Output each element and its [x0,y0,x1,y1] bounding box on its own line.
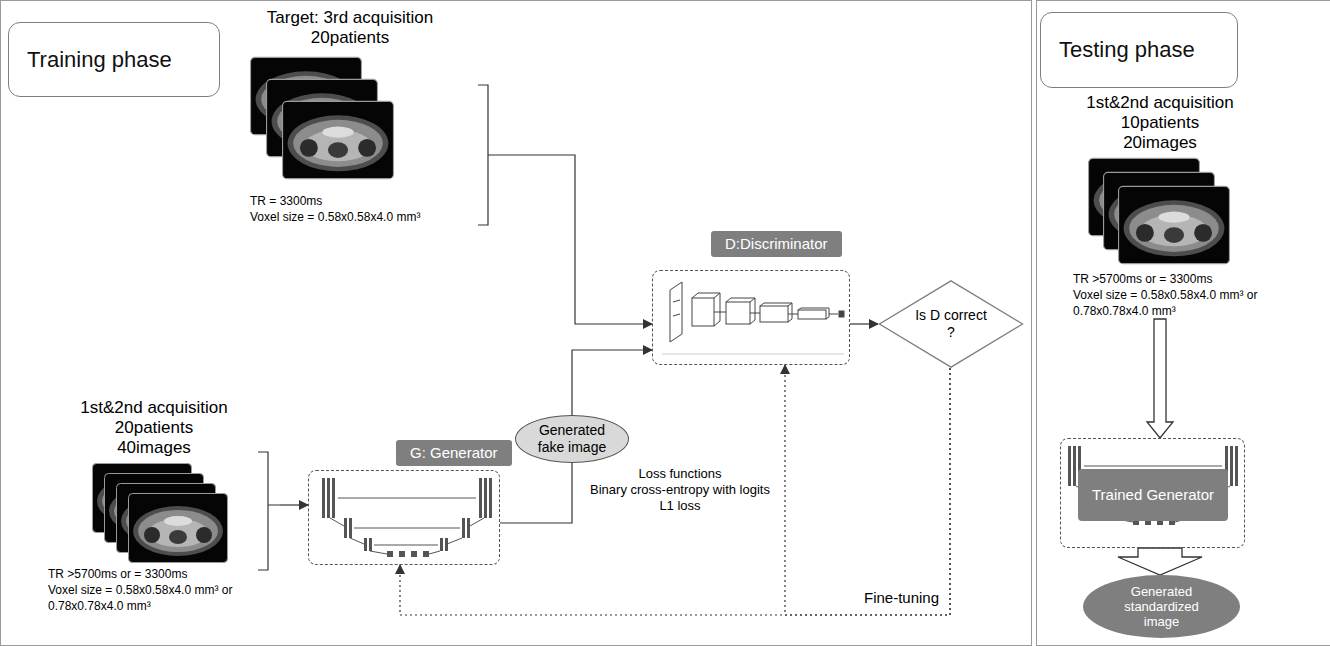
connector [280,504,308,505]
acquisition-parameter: Voxel size = 0.58x0.58x4.0 mm³ or 0.78x0… [1068,287,1300,319]
group-heading: 1st&2nd acquisition [1068,93,1252,113]
block-arrow [1147,319,1173,438]
network-label: G: Generator [396,440,512,466]
acquisition-parameter: Voxel size = 0.58x0.58x4.0 mm³ or 0.78x0… [40,582,280,614]
edge-label: Fine-tuning [862,589,941,607]
decision-diamond: Is D correct ? [878,280,1024,368]
connector [500,463,572,523]
output-ellipse: Generated fake image [515,415,629,463]
output-ellipse: Generated standardized image [1083,575,1240,638]
loss-label: L1 loss [582,498,778,514]
connector [850,323,878,324]
acquisition-parameter: TR >5700ms or = 3300ms [1068,271,1300,287]
phase-title-box: Training phase [8,22,220,97]
acquisition-parameter: Voxel size = 0.58x0.58x4.0 mm³ [220,209,498,225]
group-heading: 40images [40,438,268,458]
network-box: Trained Generator [1060,438,1245,548]
image-spacer [220,48,498,193]
group-heading: 20images [1068,133,1252,153]
image-group: 1st&2nd acquisition20patients40images TR … [40,398,280,614]
network-label: D:Discriminator [711,231,842,257]
network-box: G: Generator [308,470,500,565]
group-heading: Target: 3rd acquisition [220,8,480,28]
image-group: Target: 3rd acquisition20patients TR = 33… [220,8,498,225]
image-group: 1st&2nd acquisition10patients20images TR … [1068,93,1300,319]
connector [572,350,652,415]
acquisition-parameter: TR >5700ms or = 3300ms [40,566,280,582]
group-heading: 1st&2nd acquisition [40,398,268,418]
loss-label-group: Loss functionsBinary cross-entropy with … [582,466,778,514]
network-box: D:Discriminator [652,270,850,365]
loss-label: Loss functions [582,466,778,482]
group-heading: 10patients [1068,113,1252,133]
network-label: Trained Generator [1078,469,1228,521]
connector [498,155,652,324]
phase-title-box: Testing phase [1040,12,1238,88]
group-heading: 20patients [40,418,268,438]
image-spacer [1068,153,1300,271]
block-arrow [1118,548,1202,575]
phase-title: Testing phase [1059,37,1195,63]
image-spacer [40,458,280,566]
ellipse-text: Generated standardized image [1117,584,1207,629]
edge-label-holder: Fine-tuning [862,589,941,607]
connector [400,368,950,615]
loss-label: Binary cross-entropy with logits [582,482,778,498]
phase-title: Training phase [27,47,172,73]
group-heading: 20patients [220,28,480,48]
ellipse-text: Generated fake image [532,422,612,456]
decision-text: Is D correct ? [911,307,991,341]
connector [785,365,950,615]
acquisition-parameter: TR = 3300ms [220,193,498,209]
